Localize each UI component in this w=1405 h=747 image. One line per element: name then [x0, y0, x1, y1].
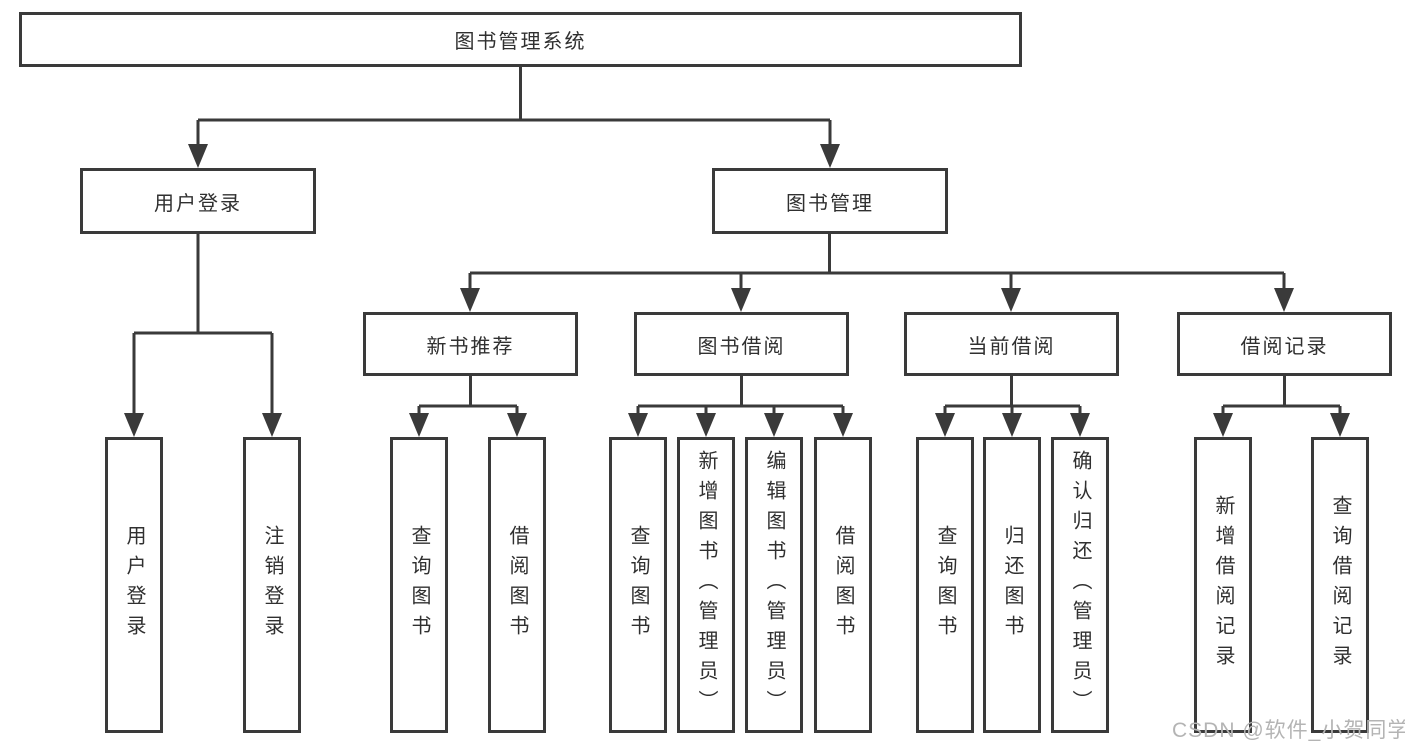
vertical-label: 确认归还（管理员）: [1069, 450, 1091, 720]
vertical-label: 新增图书（管理员）: [695, 450, 717, 720]
leaf-borrow-add-books-admin: 新增图书（管理员）: [677, 437, 735, 733]
vertical-label: 新增借阅记录: [1212, 495, 1234, 675]
node-book-management: 图书管理: [712, 168, 948, 234]
connector-root-to-level1: [188, 67, 840, 168]
leaf-current-confirm-return-admin: 确认归还（管理员）: [1051, 437, 1109, 733]
leaf-recommend-borrow-books: 借阅图书: [488, 437, 546, 733]
vertical-label: 查询图书: [934, 525, 956, 645]
leaf-current-return-books: 归还图书: [983, 437, 1041, 733]
node-borrowing-records: 借阅记录: [1177, 312, 1392, 376]
connector-current-borrowing-children: [935, 376, 1090, 437]
vertical-label: 借阅图书: [506, 525, 528, 645]
connector-new-book-recommendation-children: [409, 376, 527, 437]
node-book-borrowing: 图书借阅: [634, 312, 849, 376]
node-new-book-recommendation: 新书推荐: [363, 312, 578, 376]
leaf-user-login: 用户登录: [105, 437, 163, 733]
leaf-logout-login: 注销登录: [243, 437, 301, 733]
vertical-label: 查询借阅记录: [1329, 495, 1351, 675]
leaf-records-add-borrow-record: 新增借阅记录: [1194, 437, 1252, 733]
vertical-label: 用户登录: [123, 525, 145, 645]
leaf-current-query-books: 查询图书: [916, 437, 974, 733]
node-current-borrowing: 当前借阅: [904, 312, 1119, 376]
node-root: 图书管理系统: [19, 12, 1022, 67]
leaf-recommend-query-books: 查询图书: [390, 437, 448, 733]
leaf-borrow-edit-books-admin: 编辑图书（管理员）: [745, 437, 803, 733]
connector-book-borrowing-children: [628, 376, 853, 437]
vertical-label: 借阅图书: [832, 525, 854, 645]
leaf-borrow-borrow-books: 借阅图书: [814, 437, 872, 733]
leaf-borrow-query-books: 查询图书: [609, 437, 667, 733]
leaf-records-query-borrow-record: 查询借阅记录: [1311, 437, 1369, 733]
vertical-label: 编辑图书（管理员）: [763, 450, 785, 720]
vertical-label: 归还图书: [1001, 525, 1023, 645]
node-user-login: 用户登录: [80, 168, 316, 234]
watermark: CSDN @软件_小贺同学: [1172, 719, 1405, 742]
connector-borrowing-records-children: [1213, 376, 1350, 437]
vertical-label: 注销登录: [261, 525, 283, 645]
vertical-label: 查询图书: [408, 525, 430, 645]
connector-user-login-children: [124, 234, 282, 437]
connector-book-management-to-level2: [460, 234, 1294, 312]
vertical-label: 查询图书: [627, 525, 649, 645]
